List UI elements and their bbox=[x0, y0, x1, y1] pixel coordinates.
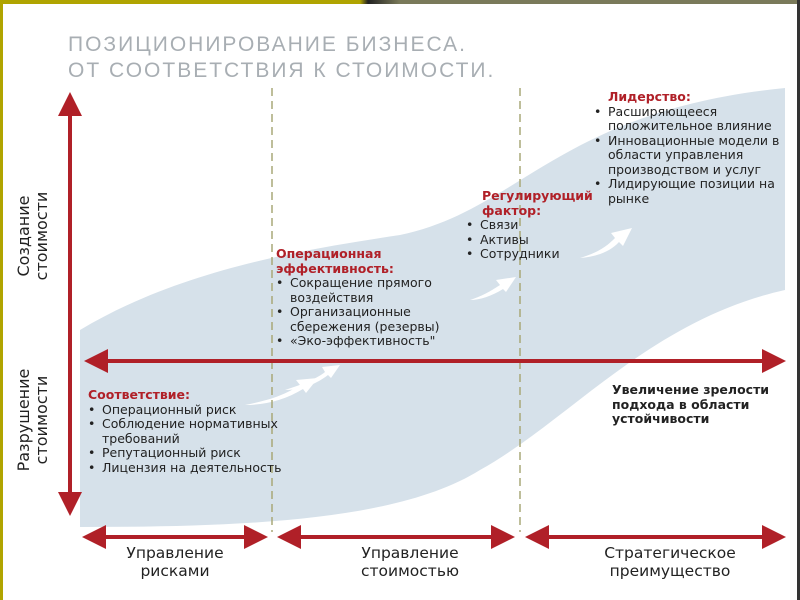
block-heading: Операционная эффективность: bbox=[276, 246, 394, 276]
block-heading: Соответствие: bbox=[88, 387, 191, 402]
list-item: Операционный риск bbox=[88, 402, 288, 418]
list-item: Связи bbox=[466, 217, 591, 233]
maturity-note: Увеличение зрелости подхода в области ус… bbox=[612, 382, 770, 426]
title-line-2: ОТ СООТВЕТСТВИЯ К СТОИМОСТИ. bbox=[68, 59, 496, 82]
white-arrow-icon bbox=[580, 228, 632, 258]
list-item: Активы bbox=[466, 232, 591, 248]
slide-frame-left bbox=[0, 0, 3, 600]
slide-frame-right bbox=[797, 0, 800, 600]
block-heading: Лидерство: bbox=[608, 89, 691, 104]
title-line-1: ПОЗИЦИОНИРОВАНИЕ БИЗНЕСА. bbox=[68, 33, 468, 56]
slide-title: ПОЗИЦИОНИРОВАНИЕ БИЗНЕСА. ОТ СООТВЕТСТВИ… bbox=[68, 32, 495, 84]
list-item: Сотрудники bbox=[466, 246, 591, 262]
list-item: Сокращение прямого воздействия bbox=[276, 275, 456, 305]
block-heading: Регулирующий фактор: bbox=[482, 188, 593, 218]
list-item: Инновационные модели в области управлени… bbox=[594, 133, 789, 178]
list-item: Лицензия на деятельность bbox=[88, 460, 288, 476]
y-label-value-creation: Создание стоимости bbox=[14, 191, 51, 281]
y-label-value-destruction: Разрушение стоимости bbox=[14, 368, 51, 472]
phase-label-risk: Управление рисками bbox=[126, 544, 224, 580]
list-item: Лидирующие позиции на рынке bbox=[594, 176, 789, 206]
block-operational-efficiency: Операционная эффективность: Сокращение п… bbox=[276, 246, 456, 349]
white-arrow-icon bbox=[470, 277, 516, 300]
block-leadership: Лидерство: Расширяющееся положительное в… bbox=[594, 89, 789, 206]
list-item: Соблюдение нормативных требований bbox=[88, 416, 288, 446]
slide-frame-top bbox=[0, 0, 800, 4]
list-item: «Эко-эффективность" bbox=[276, 333, 456, 349]
list-item: Расширяющееся положительное влияние bbox=[594, 104, 789, 134]
list-item: Организационные сбережения (резервы) bbox=[276, 304, 456, 334]
block-compliance: Соответствие: Операционный риск Соблюден… bbox=[88, 387, 288, 476]
phase-label-strategic: Стратегическое преимущество bbox=[604, 544, 736, 580]
phase-label-value: Управление стоимостью bbox=[360, 544, 460, 580]
list-item: Репутационный риск bbox=[88, 445, 288, 461]
block-regulating-factor: Регулирующий фактор: Связи Активы Сотруд… bbox=[466, 188, 593, 262]
